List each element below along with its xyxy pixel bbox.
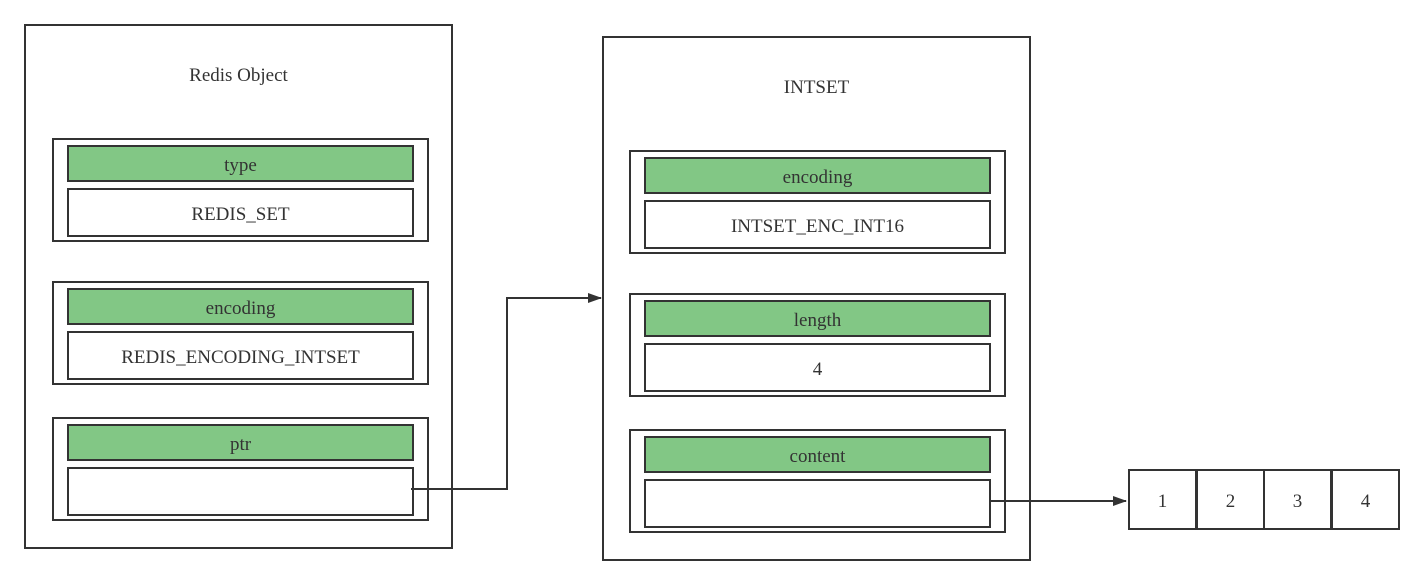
redis-object-ptr-field: ptr [52, 417, 429, 521]
intset-title: INTSET [783, 77, 850, 98]
encoding-value: REDIS_ENCODING_INTSET [67, 331, 414, 380]
content-header: content [644, 436, 991, 473]
array-cell: 4 [1331, 469, 1400, 530]
redis-object-title: Redis Object [189, 65, 288, 86]
intset-encoding-value: INTSET_ENC_INT16 [644, 200, 991, 249]
content-value [644, 479, 991, 528]
redis-object-box: Redis Object type REDIS_SET encoding RED… [24, 24, 453, 549]
ptr-to-intset-arrow [411, 293, 602, 490]
type-value: REDIS_SET [67, 188, 414, 237]
length-header: length [644, 300, 991, 337]
ptr-header: ptr [67, 424, 414, 461]
type-header: type [67, 145, 414, 182]
encoding-header: encoding [67, 288, 414, 325]
length-value: 4 [644, 343, 991, 392]
redis-object-encoding-field: encoding REDIS_ENCODING_INTSET [52, 281, 429, 385]
intset-content-field: content [629, 429, 1006, 533]
redis-object-type-field: type REDIS_SET [52, 138, 429, 242]
intset-box: INTSET encoding INTSET_ENC_INT16 length … [602, 36, 1031, 561]
array-cell: 3 [1263, 469, 1332, 530]
intset-length-field: length 4 [629, 293, 1006, 397]
intset-encoding-field: encoding INTSET_ENC_INT16 [629, 150, 1006, 254]
intset-encoding-header: encoding [644, 157, 991, 194]
ptr-value [67, 467, 414, 516]
